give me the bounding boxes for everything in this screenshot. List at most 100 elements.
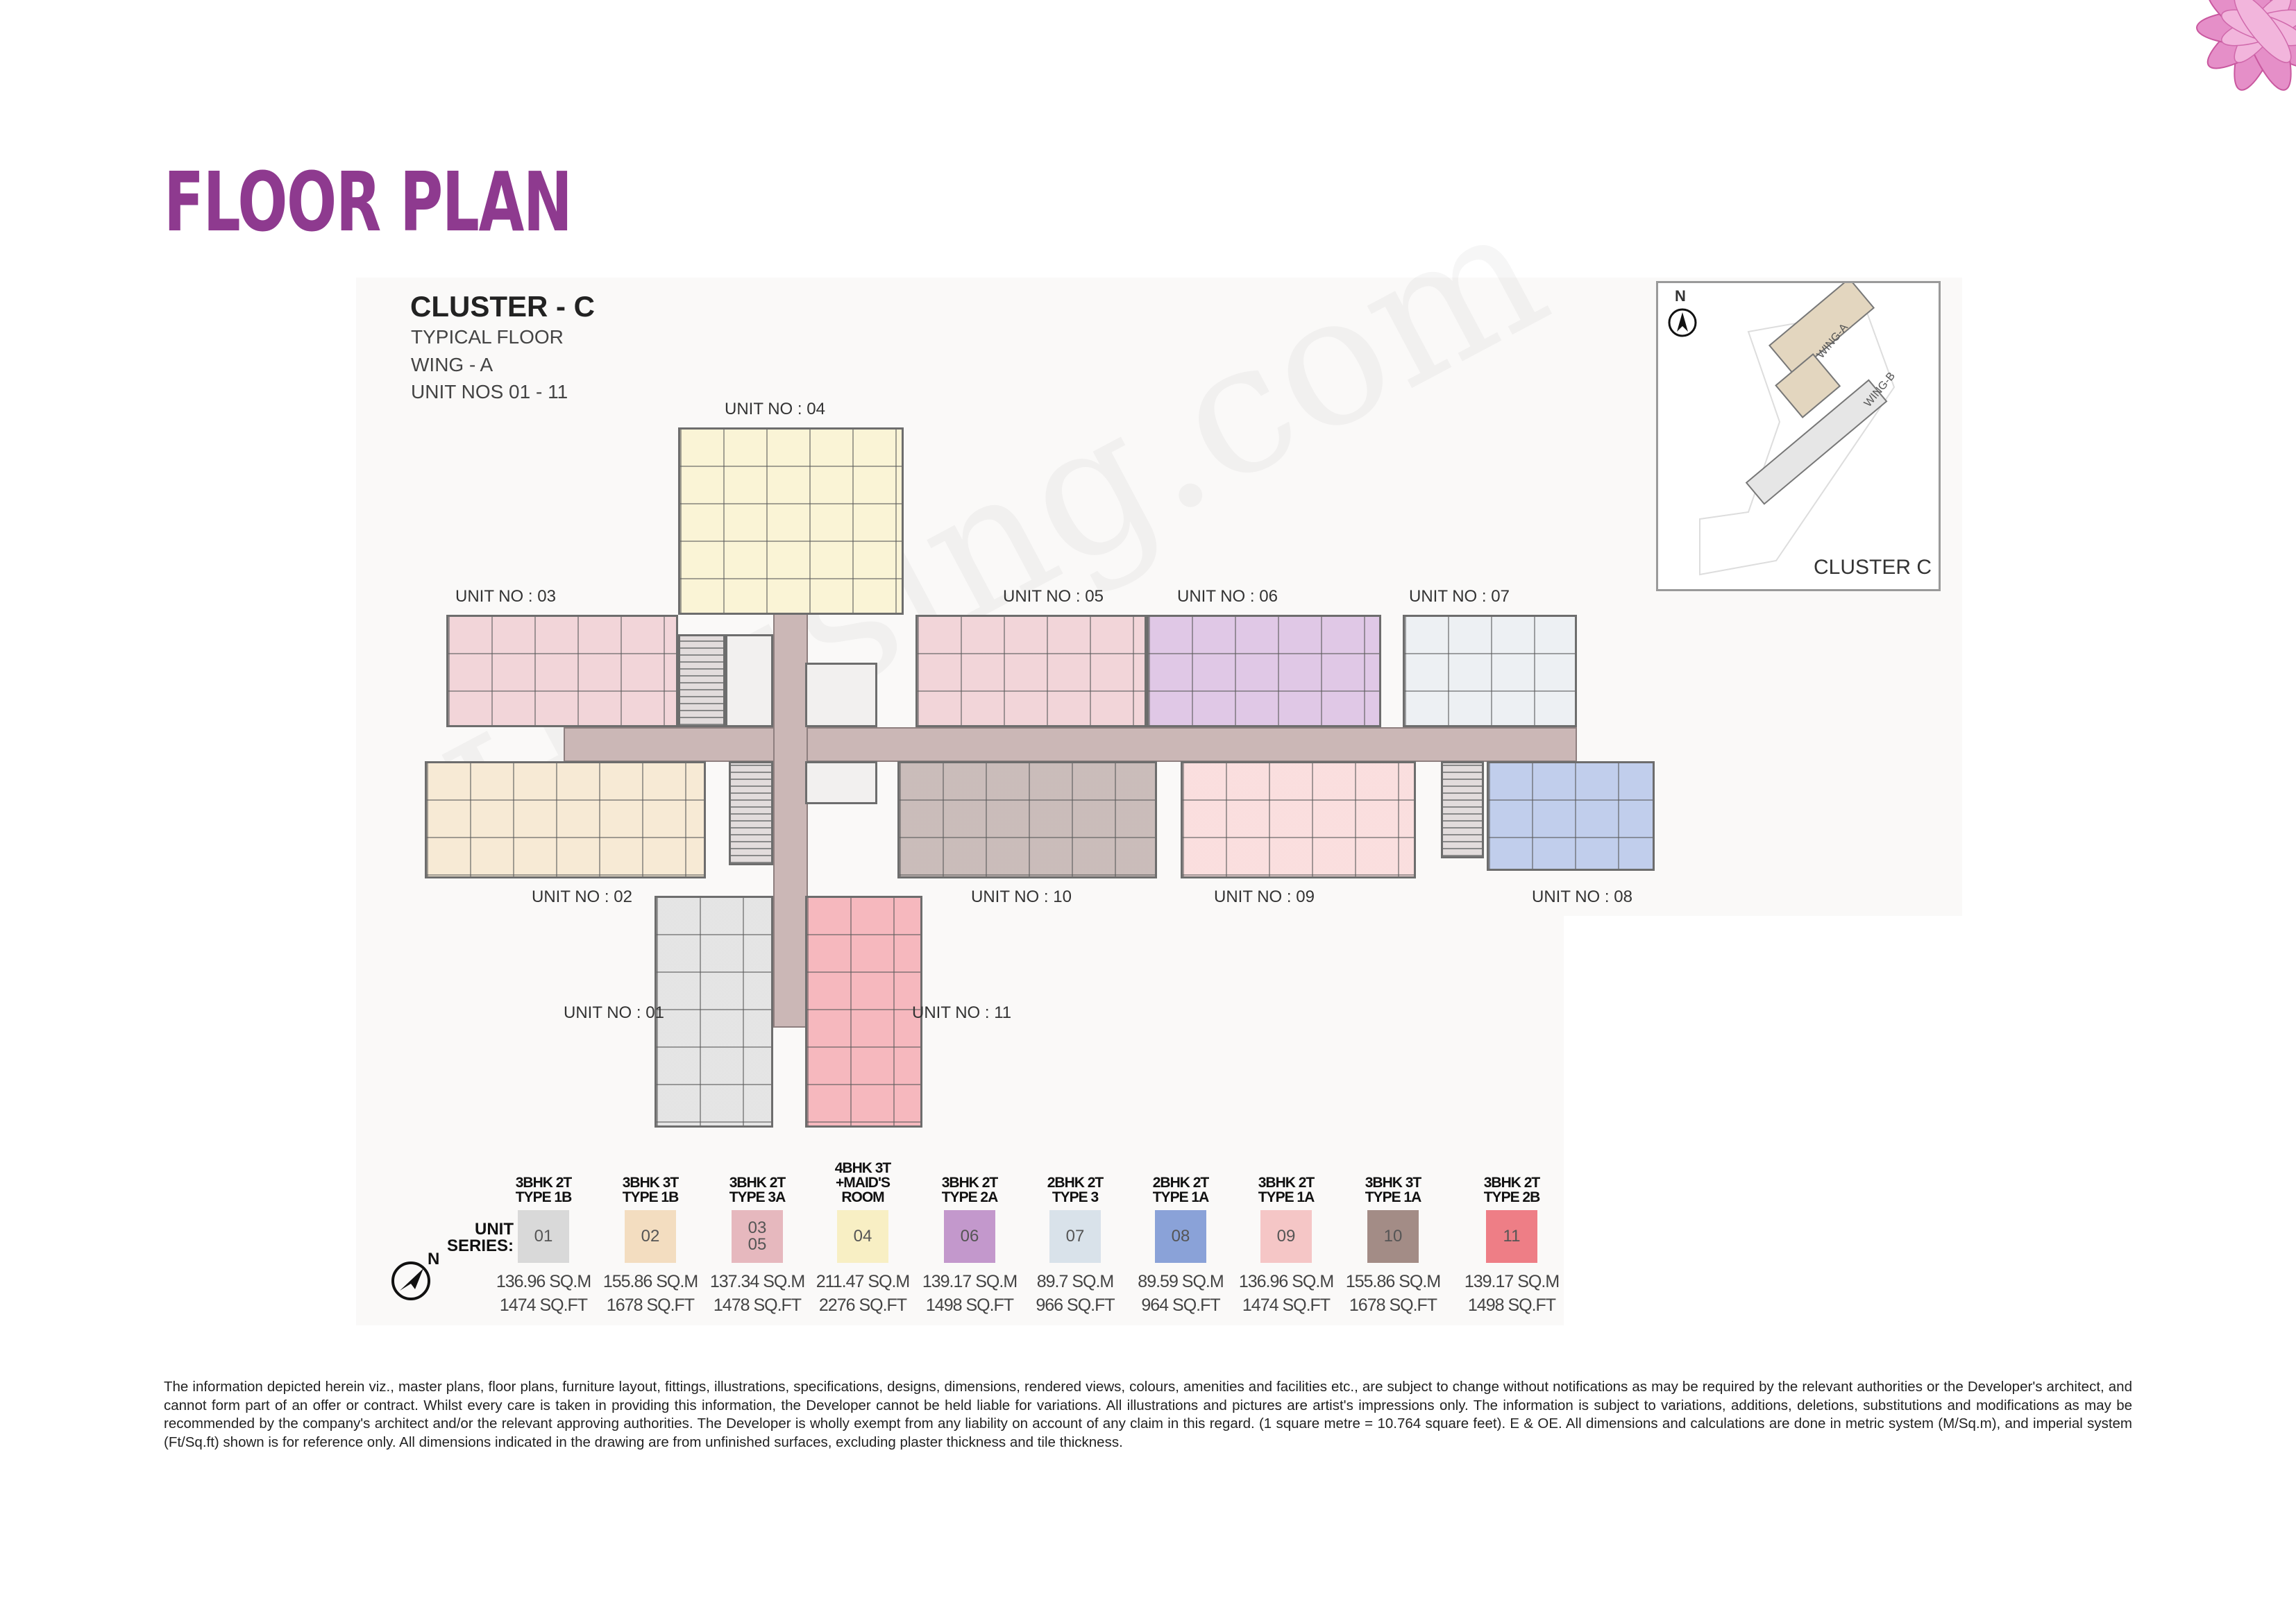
legend-area-sqft: 1498 SQ.FT <box>1467 1295 1556 1315</box>
legend-type-line: TYPE 1B <box>515 1189 573 1205</box>
legend-area-sqft: 966 SQ.FT <box>1036 1295 1115 1315</box>
legend-area-sqft: 1478 SQ.FT <box>713 1295 802 1315</box>
legend-swatch: 10 <box>1367 1210 1419 1263</box>
legend-area-sqm: 155.86 SQ.M <box>1345 1272 1441 1291</box>
key-plan-north-label: N <box>1675 287 1686 305</box>
unit-05-label: UNIT NO : 05 <box>1003 587 1104 606</box>
legend-swatch: 07 <box>1049 1210 1101 1263</box>
legend-type-line: +MAID'S <box>836 1175 890 1191</box>
corridor-vertical <box>773 563 808 1028</box>
unit-02-plan <box>425 761 706 878</box>
north-arrow-icon <box>1668 308 1697 337</box>
unit-series-label: UNIT SERIES: <box>446 1220 514 1255</box>
unit-05-plan <box>915 615 1147 727</box>
unit-04-plan <box>678 427 904 615</box>
unit-03-plan <box>446 615 678 727</box>
legend-type-line: 4BHK 3T <box>834 1160 892 1176</box>
compass-north-label: N <box>428 1250 439 1268</box>
legend-type-line: 2BHK 2T <box>1047 1175 1104 1191</box>
unit-01-plan <box>655 896 773 1128</box>
key-plan-drawing <box>1699 283 1896 576</box>
lift-lobby <box>725 634 773 727</box>
legend-type-line: 3BHK 2T <box>1258 1175 1315 1191</box>
legend-area-sqft: 1474 SQ.FT <box>499 1295 588 1315</box>
unit-09-plan <box>1181 761 1416 878</box>
legend-swatch: 11 <box>1486 1210 1537 1263</box>
legend-type-line: TYPE 2B <box>1483 1189 1541 1205</box>
unit-10-plan <box>897 761 1157 878</box>
key-plan-label: CLUSTER C <box>1813 556 1932 579</box>
flower-decoration <box>2196 0 2296 91</box>
key-plan: N WING-A WING-B CLUSTER C <box>1656 281 1941 591</box>
legend-area-sqm: 136.96 SQ.M <box>496 1272 591 1291</box>
unit-01-label: UNIT NO : 01 <box>564 1003 664 1022</box>
unit-08-plan <box>1487 761 1655 871</box>
unit-02-label: UNIT NO : 02 <box>532 887 632 906</box>
unit-07-label: UNIT NO : 07 <box>1409 587 1510 606</box>
legend-type-line: 3BHK 2T <box>941 1175 999 1191</box>
unit-07-plan <box>1403 615 1577 727</box>
legend-area-sqm: 89.59 SQ.M <box>1138 1272 1224 1291</box>
legend-type-line: TYPE 1A <box>1258 1189 1315 1205</box>
legend-type-line: TYPE 3A <box>729 1189 786 1205</box>
legend-area-sqm: 136.96 SQ.M <box>1238 1272 1334 1291</box>
cluster-title: CLUSTER - C <box>410 290 595 323</box>
legend-type-line: TYPE 3 <box>1052 1189 1099 1205</box>
unit-range-label: UNIT NOS 01 - 11 <box>411 381 568 402</box>
wing-label: WING - A <box>411 354 493 375</box>
unit-10-label: UNIT NO : 10 <box>971 887 1072 906</box>
legend-swatch: 02 <box>625 1210 676 1263</box>
legend-type-line: 3BHK 2T <box>515 1175 573 1191</box>
unit-06-label: UNIT NO : 06 <box>1177 587 1278 606</box>
legend-area-sqft: 1678 SQ.FT <box>606 1295 695 1315</box>
legend-type-line: TYPE 1A <box>1365 1189 1422 1205</box>
legend-swatch: 08 <box>1155 1210 1206 1263</box>
legend-area-sqm: 139.17 SQ.M <box>1464 1272 1560 1291</box>
staircase <box>678 634 725 727</box>
unit-06-plan <box>1147 615 1381 727</box>
legend-type-line: 3BHK 2T <box>729 1175 786 1191</box>
legend-swatch: 06 <box>944 1210 995 1263</box>
legend-type-line: TYPE 1B <box>622 1189 679 1205</box>
unit-03-label: UNIT NO : 03 <box>455 587 556 606</box>
legend-area-sqft: 2276 SQ.FT <box>818 1295 907 1315</box>
legend-type-line: 3BHK 2T <box>1483 1175 1541 1191</box>
service-shaft <box>805 663 877 727</box>
legend-area-sqft: 1474 SQ.FT <box>1242 1295 1331 1315</box>
legend-type-line: TYPE 2A <box>941 1189 999 1205</box>
staircase <box>1441 761 1484 858</box>
unit-09-label: UNIT NO : 09 <box>1214 887 1315 906</box>
disclaimer-text: The information depicted herein viz., ma… <box>164 1379 2132 1450</box>
unit-11-plan <box>805 896 922 1128</box>
unit-08-label: UNIT NO : 08 <box>1532 887 1632 906</box>
legend-area-sqft: 1678 SQ.FT <box>1349 1295 1437 1315</box>
legend-area-sqm: 137.34 SQ.M <box>709 1272 805 1291</box>
legend-area-sqm: 155.86 SQ.M <box>602 1272 698 1291</box>
service-shaft <box>805 761 877 804</box>
legend-swatch: 09 <box>1260 1210 1312 1263</box>
legend-type-line: TYPE 1A <box>1152 1189 1210 1205</box>
north-compass-icon: N <box>391 1250 439 1300</box>
floor-label: TYPICAL FLOOR <box>411 326 564 348</box>
legend-area-sqft: 1498 SQ.FT <box>925 1295 1014 1315</box>
legend-area-sqft: 964 SQ.FT <box>1141 1295 1220 1315</box>
page-title: FLOOR PLAN <box>164 154 573 250</box>
legend-type-line: 3BHK 3T <box>1365 1175 1422 1191</box>
